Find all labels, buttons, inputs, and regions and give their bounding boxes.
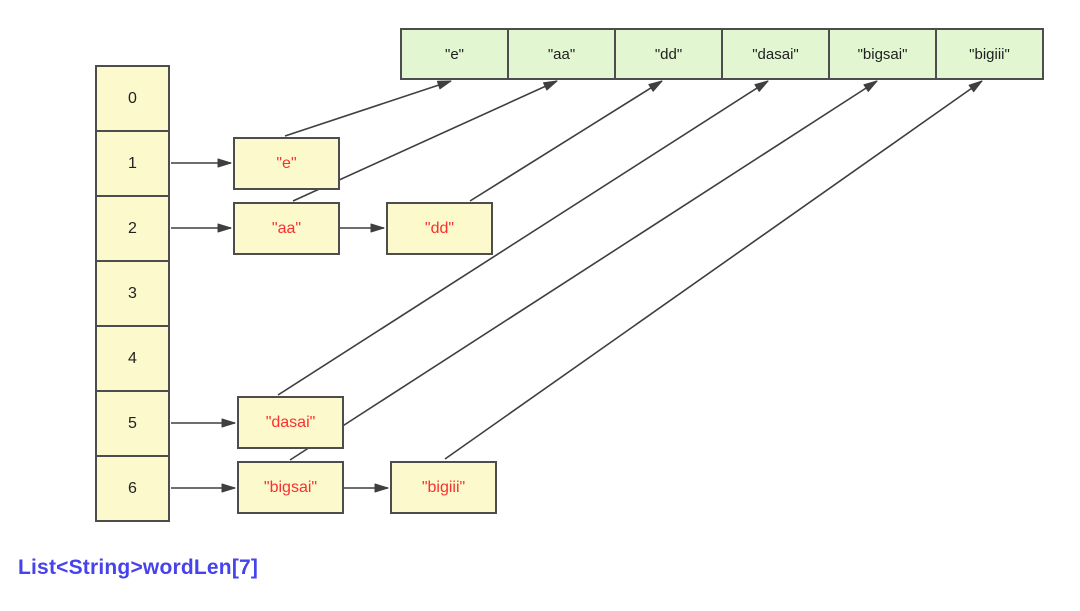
arrow-node-dd-to-pool-dd xyxy=(469,80,663,202)
list-node-aa: "aa" xyxy=(233,202,340,255)
arrow-node-dasai-to-pool-dasai xyxy=(277,80,769,396)
arrow-node-e-to-pool-e xyxy=(284,80,452,137)
list-node-bigiii: "bigiii" xyxy=(390,461,497,514)
bucket-cell-5: 5 xyxy=(95,390,170,457)
pool-cell-bigsai: "bigsai" xyxy=(828,28,937,80)
diagram-caption: List<String>wordLen[7] xyxy=(18,556,259,579)
bucket-cell-3: 3 xyxy=(95,260,170,327)
bucket-cell-1: 1 xyxy=(95,130,170,197)
bucket-cell-6: 6 xyxy=(95,455,170,522)
bucket-cell-0: 0 xyxy=(95,65,170,132)
arrow-node-bigiii-to-pool-bigiii xyxy=(444,80,983,460)
pool-cell-e: "e" xyxy=(400,28,509,80)
string-pool-array: "e" "aa" "dd" "dasai" "bigsai" "bigiii" xyxy=(400,28,1044,80)
pool-cell-dd: "dd" xyxy=(614,28,723,80)
list-node-bigsai: "bigsai" xyxy=(237,461,344,514)
bucket-index-array: 0 1 2 3 4 5 6 xyxy=(95,65,170,522)
pool-cell-bigiii: "bigiii" xyxy=(935,28,1044,80)
list-node-e: "e" xyxy=(233,137,340,190)
pool-cell-aa: "aa" xyxy=(507,28,616,80)
pool-cell-dasai: "dasai" xyxy=(721,28,830,80)
list-node-dd: "dd" xyxy=(386,202,493,255)
arrow-node-bigsai-to-pool-bigsai xyxy=(289,80,878,461)
bucket-cell-4: 4 xyxy=(95,325,170,392)
bucket-cell-2: 2 xyxy=(95,195,170,262)
list-node-dasai: "dasai" xyxy=(237,396,344,449)
